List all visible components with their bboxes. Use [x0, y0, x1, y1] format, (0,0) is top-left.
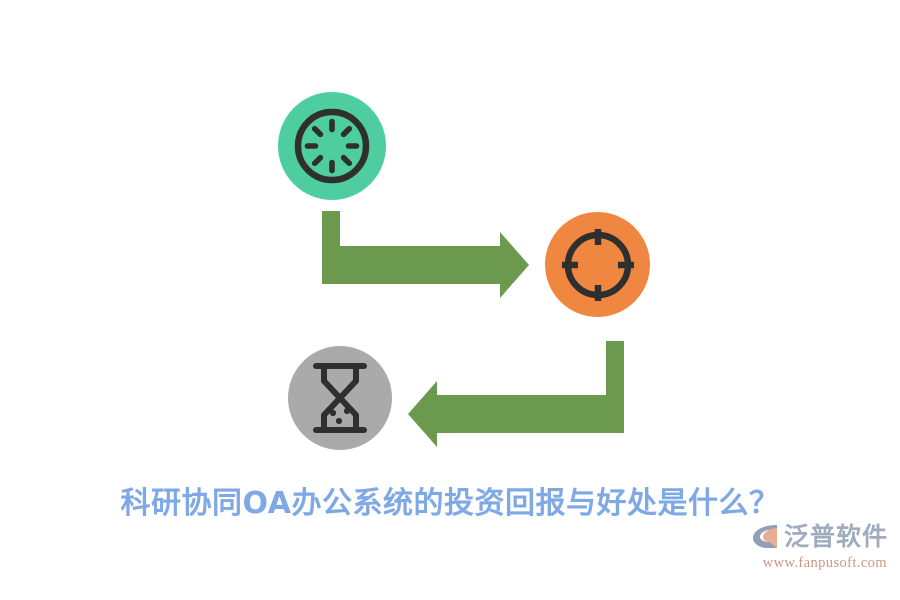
watermark: 泛普软件 www.fanpusoft.com: [740, 520, 888, 582]
loading-spinner-icon: [294, 108, 370, 184]
watermark-row: 泛普软件: [740, 520, 888, 552]
node-target-badge: [545, 212, 650, 317]
elbow-arrow-left-icon: [408, 341, 624, 447]
watermark-url: www.fanpusoft.com: [762, 555, 887, 571]
page-caption: 科研协同OA办公系统的投资回报与好处是什么？: [120, 486, 780, 521]
watermark-brand: 泛普软件: [783, 521, 888, 551]
fanpu-leaf-logo-icon: [752, 525, 777, 548]
node-process-badge: [278, 92, 386, 200]
node-waiting-badge: [288, 346, 392, 450]
elbow-arrow-right-icon: [322, 211, 529, 298]
target-crosshair-icon: [561, 228, 634, 301]
hourglass-icon: [313, 363, 367, 433]
